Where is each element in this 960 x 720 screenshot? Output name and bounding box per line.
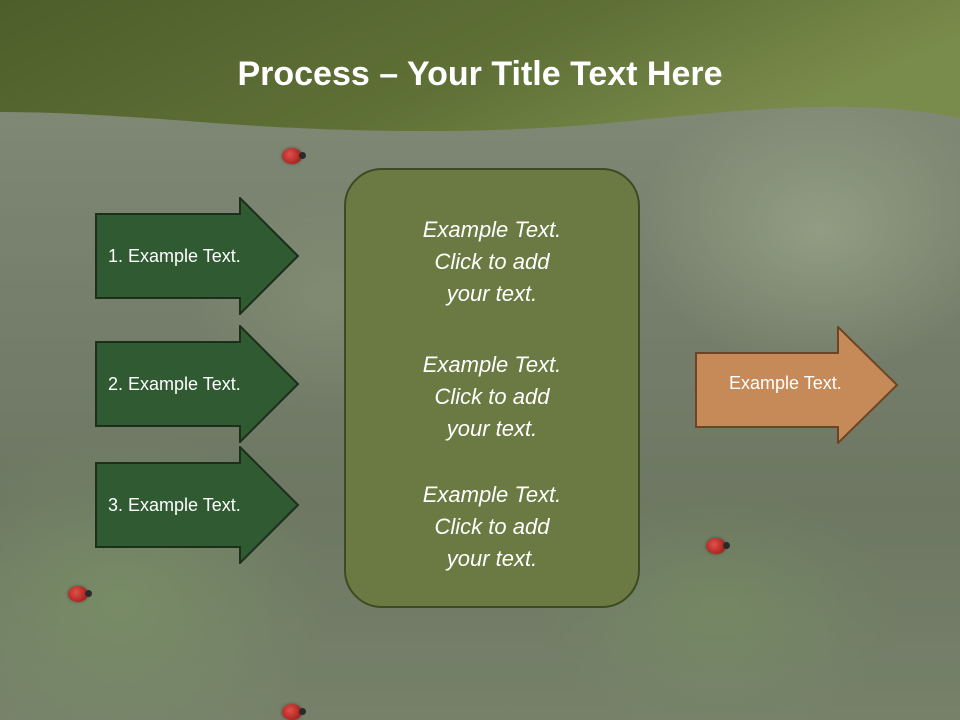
ladybug-decoration — [706, 538, 730, 554]
ladybug-decoration — [68, 586, 92, 602]
title-rest: – Your Title Text Here — [369, 55, 723, 93]
step-arrow-3[interactable]: 3. Example Text. — [95, 446, 300, 564]
ladybug-decoration — [282, 704, 306, 720]
step-arrow-2[interactable]: 2. Example Text. — [95, 325, 300, 443]
step-arrow-1[interactable]: 1. Example Text. — [95, 197, 300, 315]
center-paragraph-3: Example Text. Click to add your text. — [422, 482, 562, 571]
ladybug-decoration — [282, 148, 306, 164]
title-bold: Process — [237, 55, 370, 93]
step-arrow-label: 2. Example Text. — [108, 373, 241, 394]
header-band — [0, 0, 960, 132]
result-arrow[interactable]: Example Text. — [695, 326, 900, 444]
center-paragraph-1: Example Text. Click to add your text. — [422, 217, 562, 306]
center-paragraph-2: Example Text. Click to add your text. — [422, 352, 562, 441]
center-text-box[interactable]: Example Text. Click to add your text. Ex… — [344, 168, 640, 608]
step-arrow-label: 1. Example Text. — [108, 245, 241, 266]
slide-title: Process – Your Title Text Here — [0, 52, 960, 96]
result-arrow-label: Example Text. — [729, 372, 842, 393]
step-arrow-label: 3. Example Text. — [108, 494, 241, 515]
